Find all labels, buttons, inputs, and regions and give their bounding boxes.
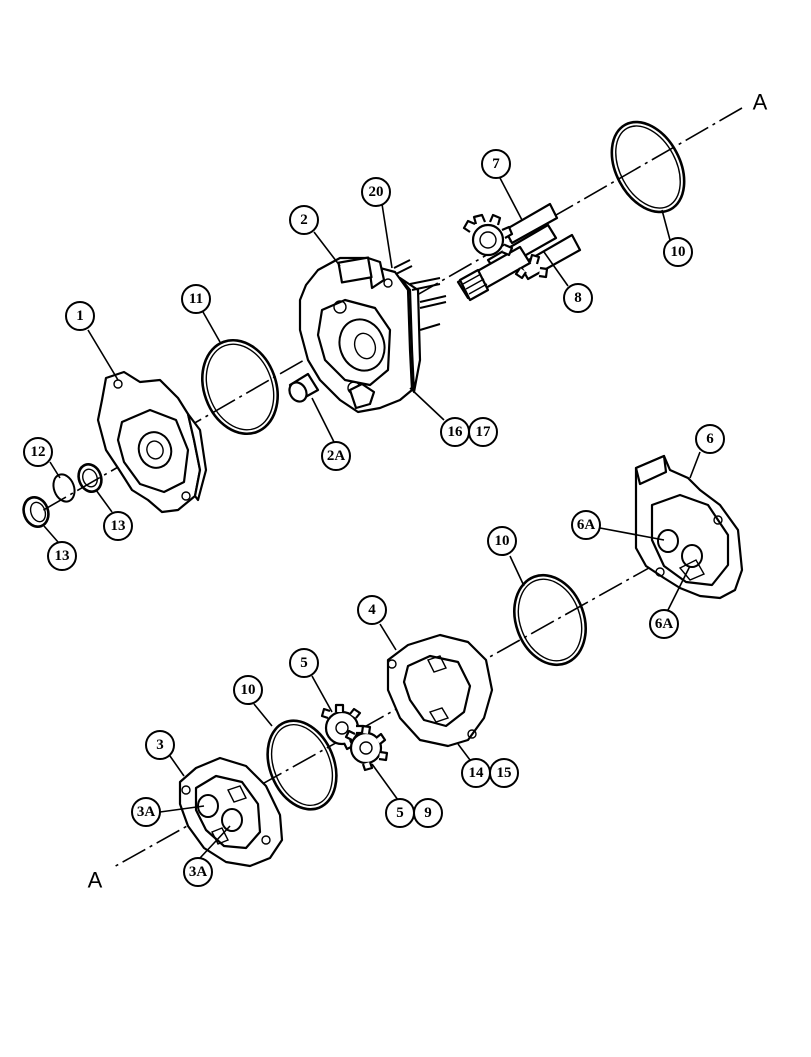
svg-text:3A: 3A <box>137 804 156 820</box>
svg-text:6A: 6A <box>577 517 596 533</box>
svg-text:12: 12 <box>31 444 46 460</box>
rear-cover-6 <box>634 454 744 600</box>
callout-6a-lower: 6A <box>649 609 679 639</box>
end-cover-3 <box>178 756 284 868</box>
callout-16: 16 <box>440 417 470 447</box>
callout-2: 2 <box>289 205 319 235</box>
svg-text:15: 15 <box>497 765 512 781</box>
callout-17: 17 <box>468 417 498 447</box>
svg-text:5: 5 <box>300 655 308 671</box>
oring-11 <box>201 338 279 436</box>
front-cover-1 <box>96 370 208 514</box>
seal-13-right <box>77 463 103 493</box>
callout-4: 4 <box>357 595 387 625</box>
callout-7: 7 <box>481 149 511 179</box>
svg-text:17: 17 <box>476 424 492 440</box>
svg-text:2A: 2A <box>327 448 346 464</box>
svg-text:4: 4 <box>368 602 376 618</box>
axis-label-top: A <box>753 90 768 115</box>
callout-14: 14 <box>461 758 491 788</box>
callout-1: 1 <box>65 301 95 331</box>
callout-12: 12 <box>23 437 53 467</box>
svg-text:13: 13 <box>55 548 70 564</box>
svg-text:1: 1 <box>76 308 84 324</box>
callout-6: 6 <box>695 424 725 454</box>
callout-10-low: 10 <box>233 675 263 705</box>
svg-text:20: 20 <box>369 184 384 200</box>
pump-body-2 <box>298 256 447 414</box>
callout-3a-upper: 3A <box>131 797 161 827</box>
callout-13-left: 13 <box>47 541 77 571</box>
callout-10-mid: 10 <box>487 526 517 556</box>
driven-gear-5-lower <box>344 724 389 772</box>
bushing-2a <box>288 372 320 403</box>
svg-text:7: 7 <box>492 156 500 172</box>
retaining-ring-12 <box>52 473 76 503</box>
splined-shaft <box>458 268 490 302</box>
callout-2a: 2A <box>321 441 351 471</box>
callout-13-right: 13 <box>103 511 133 541</box>
svg-text:14: 14 <box>469 765 485 781</box>
svg-text:10: 10 <box>671 244 686 260</box>
svg-text:3: 3 <box>156 737 164 753</box>
svg-text:13: 13 <box>111 518 126 534</box>
svg-text:16: 16 <box>448 424 464 440</box>
gear-housing-4 <box>386 633 494 748</box>
svg-text:8: 8 <box>574 290 582 306</box>
callout-9: 9 <box>413 798 443 828</box>
callout-5-lower: 5 <box>385 798 415 828</box>
callout-11: 11 <box>181 284 211 314</box>
callout-8: 8 <box>563 283 593 313</box>
callout-20: 20 <box>361 177 391 207</box>
callout-10-top: 10 <box>663 237 693 267</box>
oring-10-top <box>610 120 686 214</box>
callout-5-upper: 5 <box>289 648 319 678</box>
svg-text:2: 2 <box>300 212 308 228</box>
svg-text:9: 9 <box>424 805 432 821</box>
svg-text:6: 6 <box>706 431 714 447</box>
leader-lines <box>43 177 701 859</box>
callout-3: 3 <box>145 730 175 760</box>
seal-13-left <box>22 496 50 528</box>
svg-text:10: 10 <box>495 533 510 549</box>
callout-6a-upper: 6A <box>571 510 601 540</box>
axis-label-bottom: A <box>88 868 103 893</box>
oring-10-mid <box>513 573 587 667</box>
callout-15: 15 <box>489 758 519 788</box>
oring-10-low <box>266 719 338 811</box>
svg-text:11: 11 <box>189 291 203 307</box>
svg-text:3A: 3A <box>189 864 208 880</box>
svg-text:5: 5 <box>396 805 404 821</box>
svg-text:10: 10 <box>241 682 256 698</box>
svg-text:6A: 6A <box>655 616 674 632</box>
drive-gear-shafts-7-8 <box>456 202 582 302</box>
callout-3a-lower: 3A <box>183 857 213 887</box>
